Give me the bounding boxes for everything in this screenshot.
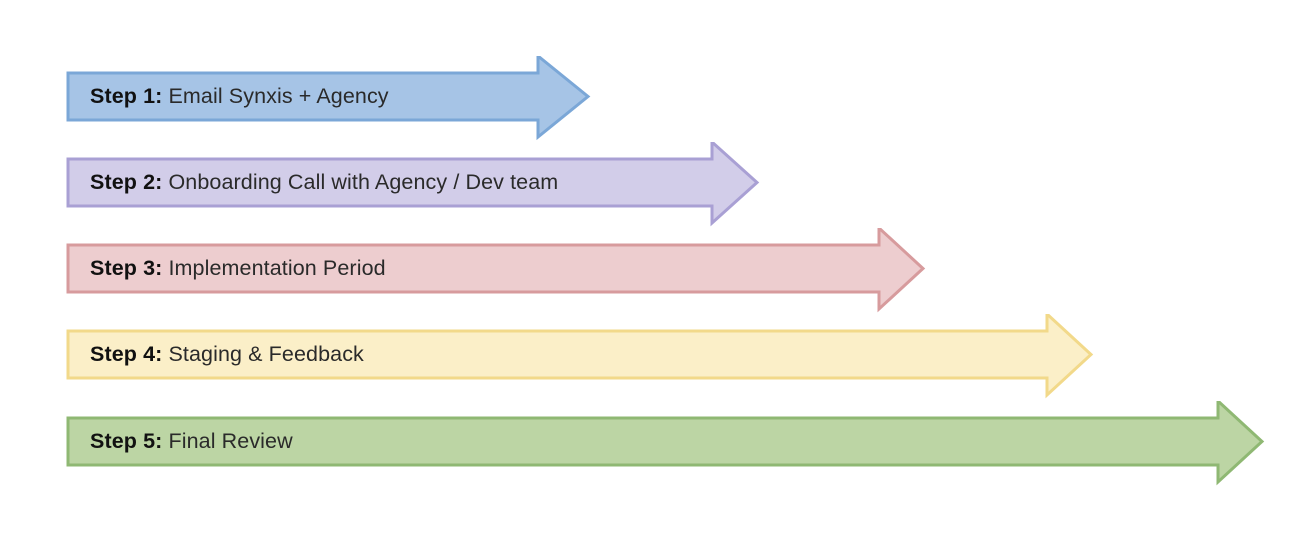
step-arrow-3 xyxy=(0,228,1316,324)
arrow-polygon xyxy=(66,314,1094,399)
step-arrow-4 xyxy=(0,314,1316,410)
step-arrow-1 xyxy=(0,56,1316,152)
arrow-shape-4 xyxy=(66,314,1094,399)
arrow-shape-1 xyxy=(66,56,591,141)
process-step-row: Step 1: Email Synxis + Agency xyxy=(0,56,1316,152)
arrow-shape-3 xyxy=(66,228,926,313)
step-arrow-5 xyxy=(0,401,1316,497)
arrow-shape-5 xyxy=(66,401,1265,486)
arrow-polygon xyxy=(66,142,760,227)
process-step-row: Step 5: Final Review xyxy=(0,401,1316,497)
arrow-shape-2 xyxy=(66,142,760,227)
process-step-row: Step 4: Staging & Feedback xyxy=(0,314,1316,410)
arrow-polygon xyxy=(66,56,591,141)
step-arrow-2 xyxy=(0,142,1316,238)
arrow-polygon xyxy=(66,228,926,313)
process-step-row: Step 2: Onboarding Call with Agency / De… xyxy=(0,142,1316,238)
arrow-polygon xyxy=(66,401,1265,486)
process-step-row: Step 3: Implementation Period xyxy=(0,228,1316,324)
